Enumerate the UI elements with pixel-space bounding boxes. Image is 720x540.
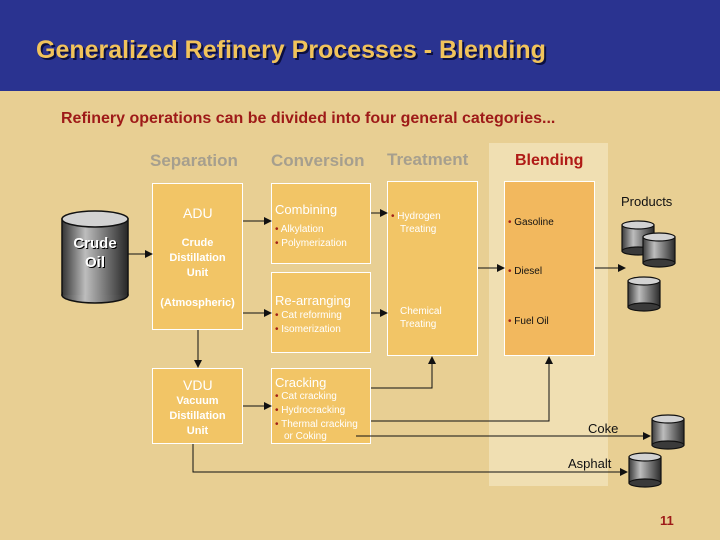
rearranging-item: Cat reforming (275, 309, 342, 322)
arrow-cracking-to-blending (371, 356, 553, 422)
cracking-item: or Coking (284, 431, 327, 442)
column-heading-blending: Blending (515, 152, 584, 169)
crude-oil-cylinder (61, 210, 129, 304)
slide-title: Generalized Refinery Processes - Blendin… (36, 36, 546, 64)
cracking-item: Cat cracking (275, 390, 337, 403)
blending-item: Fuel Oil (508, 315, 548, 328)
products-label: Products (621, 194, 673, 209)
column-heading-treatment: Treatment (387, 150, 469, 169)
combining-label: Combining (275, 202, 338, 217)
treatment-item: Treating (400, 224, 437, 235)
column-heading-conversion: Conversion (271, 151, 365, 170)
arrow-cracking-to-treatment (371, 356, 436, 389)
rearranging-label: Re-arranging (275, 293, 351, 308)
coke-cylinder (651, 414, 685, 450)
product-cylinder-2 (642, 232, 676, 268)
asphalt-label: Asphalt (568, 456, 612, 471)
asphalt-cylinder (628, 452, 662, 488)
adu-atmospheric: (Atmospheric) (160, 297, 235, 309)
slide-subtitle: Refinery operations can be divided into … (61, 110, 556, 127)
combining-item: Alkylation (275, 223, 324, 236)
treatment-item: Treating (400, 319, 437, 330)
crude-oil-label: Crude Oil (73, 235, 117, 271)
combining-item: Polymerization (275, 237, 347, 250)
cracking-label: Cracking (275, 375, 327, 390)
page-number: 11 (660, 513, 674, 528)
vdu-description: Vacuum Distillation Unit (169, 395, 226, 437)
vdu-label: VDU (183, 377, 213, 393)
adu-label: ADU (183, 205, 213, 221)
adu-description: Crude Distillation Unit (169, 237, 226, 279)
blending-item: Gasoline (508, 216, 553, 229)
treatment-item: Chemical (400, 306, 442, 317)
blending-item: Diesel (508, 265, 542, 278)
header-bar (0, 0, 720, 91)
treatment-item: Hydrogen (391, 210, 440, 223)
cracking-item: Hydrocracking (275, 404, 345, 417)
arrow-vdu-to-asphalt (192, 444, 628, 476)
rearranging-item: Isomerization (275, 323, 340, 336)
product-cylinder-3 (627, 276, 661, 312)
cracking-item: Thermal cracking (275, 418, 358, 431)
vdu-box (152, 368, 243, 444)
coke-label: Coke (588, 421, 619, 436)
column-heading-separation: Separation (150, 151, 238, 170)
